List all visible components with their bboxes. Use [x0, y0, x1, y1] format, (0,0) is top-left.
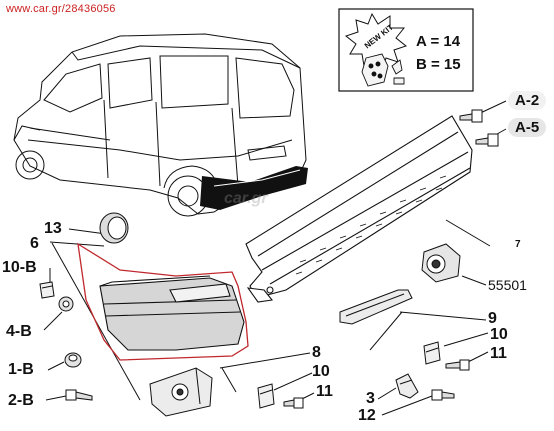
- bumper-highlight-outline: [77, 242, 249, 361]
- bumper-reinforcement-beam: [245, 115, 473, 303]
- van-rear-bumper-shape: [200, 166, 308, 210]
- screw-11-lower: [283, 397, 304, 409]
- bolt-a5: [475, 133, 499, 147]
- watermark-logo: car.gr: [224, 190, 268, 207]
- label-11-lower: 11: [316, 383, 333, 400]
- clip-10-lower: [257, 383, 275, 409]
- label-1b: 1-B: [8, 361, 34, 378]
- round-cap-part: [99, 212, 129, 244]
- rear-bumper-cover: [99, 275, 245, 351]
- label-9: 9: [488, 310, 497, 327]
- label-2b: 2-B: [8, 392, 34, 409]
- label-a5: A-5: [508, 118, 547, 137]
- label-11-right: 11: [490, 345, 507, 362]
- label-10-lower: 10: [312, 363, 330, 380]
- label-7: 7: [515, 239, 521, 250]
- label-13: 13: [44, 220, 62, 237]
- bracket-part-8: [149, 367, 213, 417]
- label-a2: A-2: [508, 91, 547, 110]
- trim-strip-part-9: [339, 289, 413, 325]
- nut-1b: [64, 352, 82, 368]
- kit-line-a: A = 14: [416, 33, 461, 50]
- label-12: 12: [358, 407, 376, 424]
- clip-10-right: [423, 341, 441, 365]
- watermark-text: www.car.gr/28436056: [6, 3, 116, 15]
- label-8: 8: [312, 344, 321, 361]
- label-10b: 10-B: [2, 259, 37, 276]
- label-10-right: 10: [490, 326, 508, 343]
- van-illustration: [13, 33, 307, 217]
- label-6: 6: [30, 235, 39, 252]
- screw-12: [431, 389, 455, 401]
- bracket-part-3: [395, 373, 419, 399]
- label-3: 3: [366, 390, 375, 407]
- label-4b: 4-B: [6, 323, 32, 340]
- nut-4b: [58, 296, 74, 312]
- clip-10b: [39, 281, 55, 299]
- rubber-bushing-part: [421, 243, 461, 283]
- screw-11-right: [445, 359, 470, 371]
- bolt-a2: [459, 109, 483, 123]
- leader-lines: [43, 100, 507, 416]
- kit-line-b: B = 15: [416, 56, 461, 73]
- label-55501: 55501: [488, 277, 527, 293]
- kit-parts-illustration: [361, 53, 405, 87]
- screw-2b: [65, 389, 93, 401]
